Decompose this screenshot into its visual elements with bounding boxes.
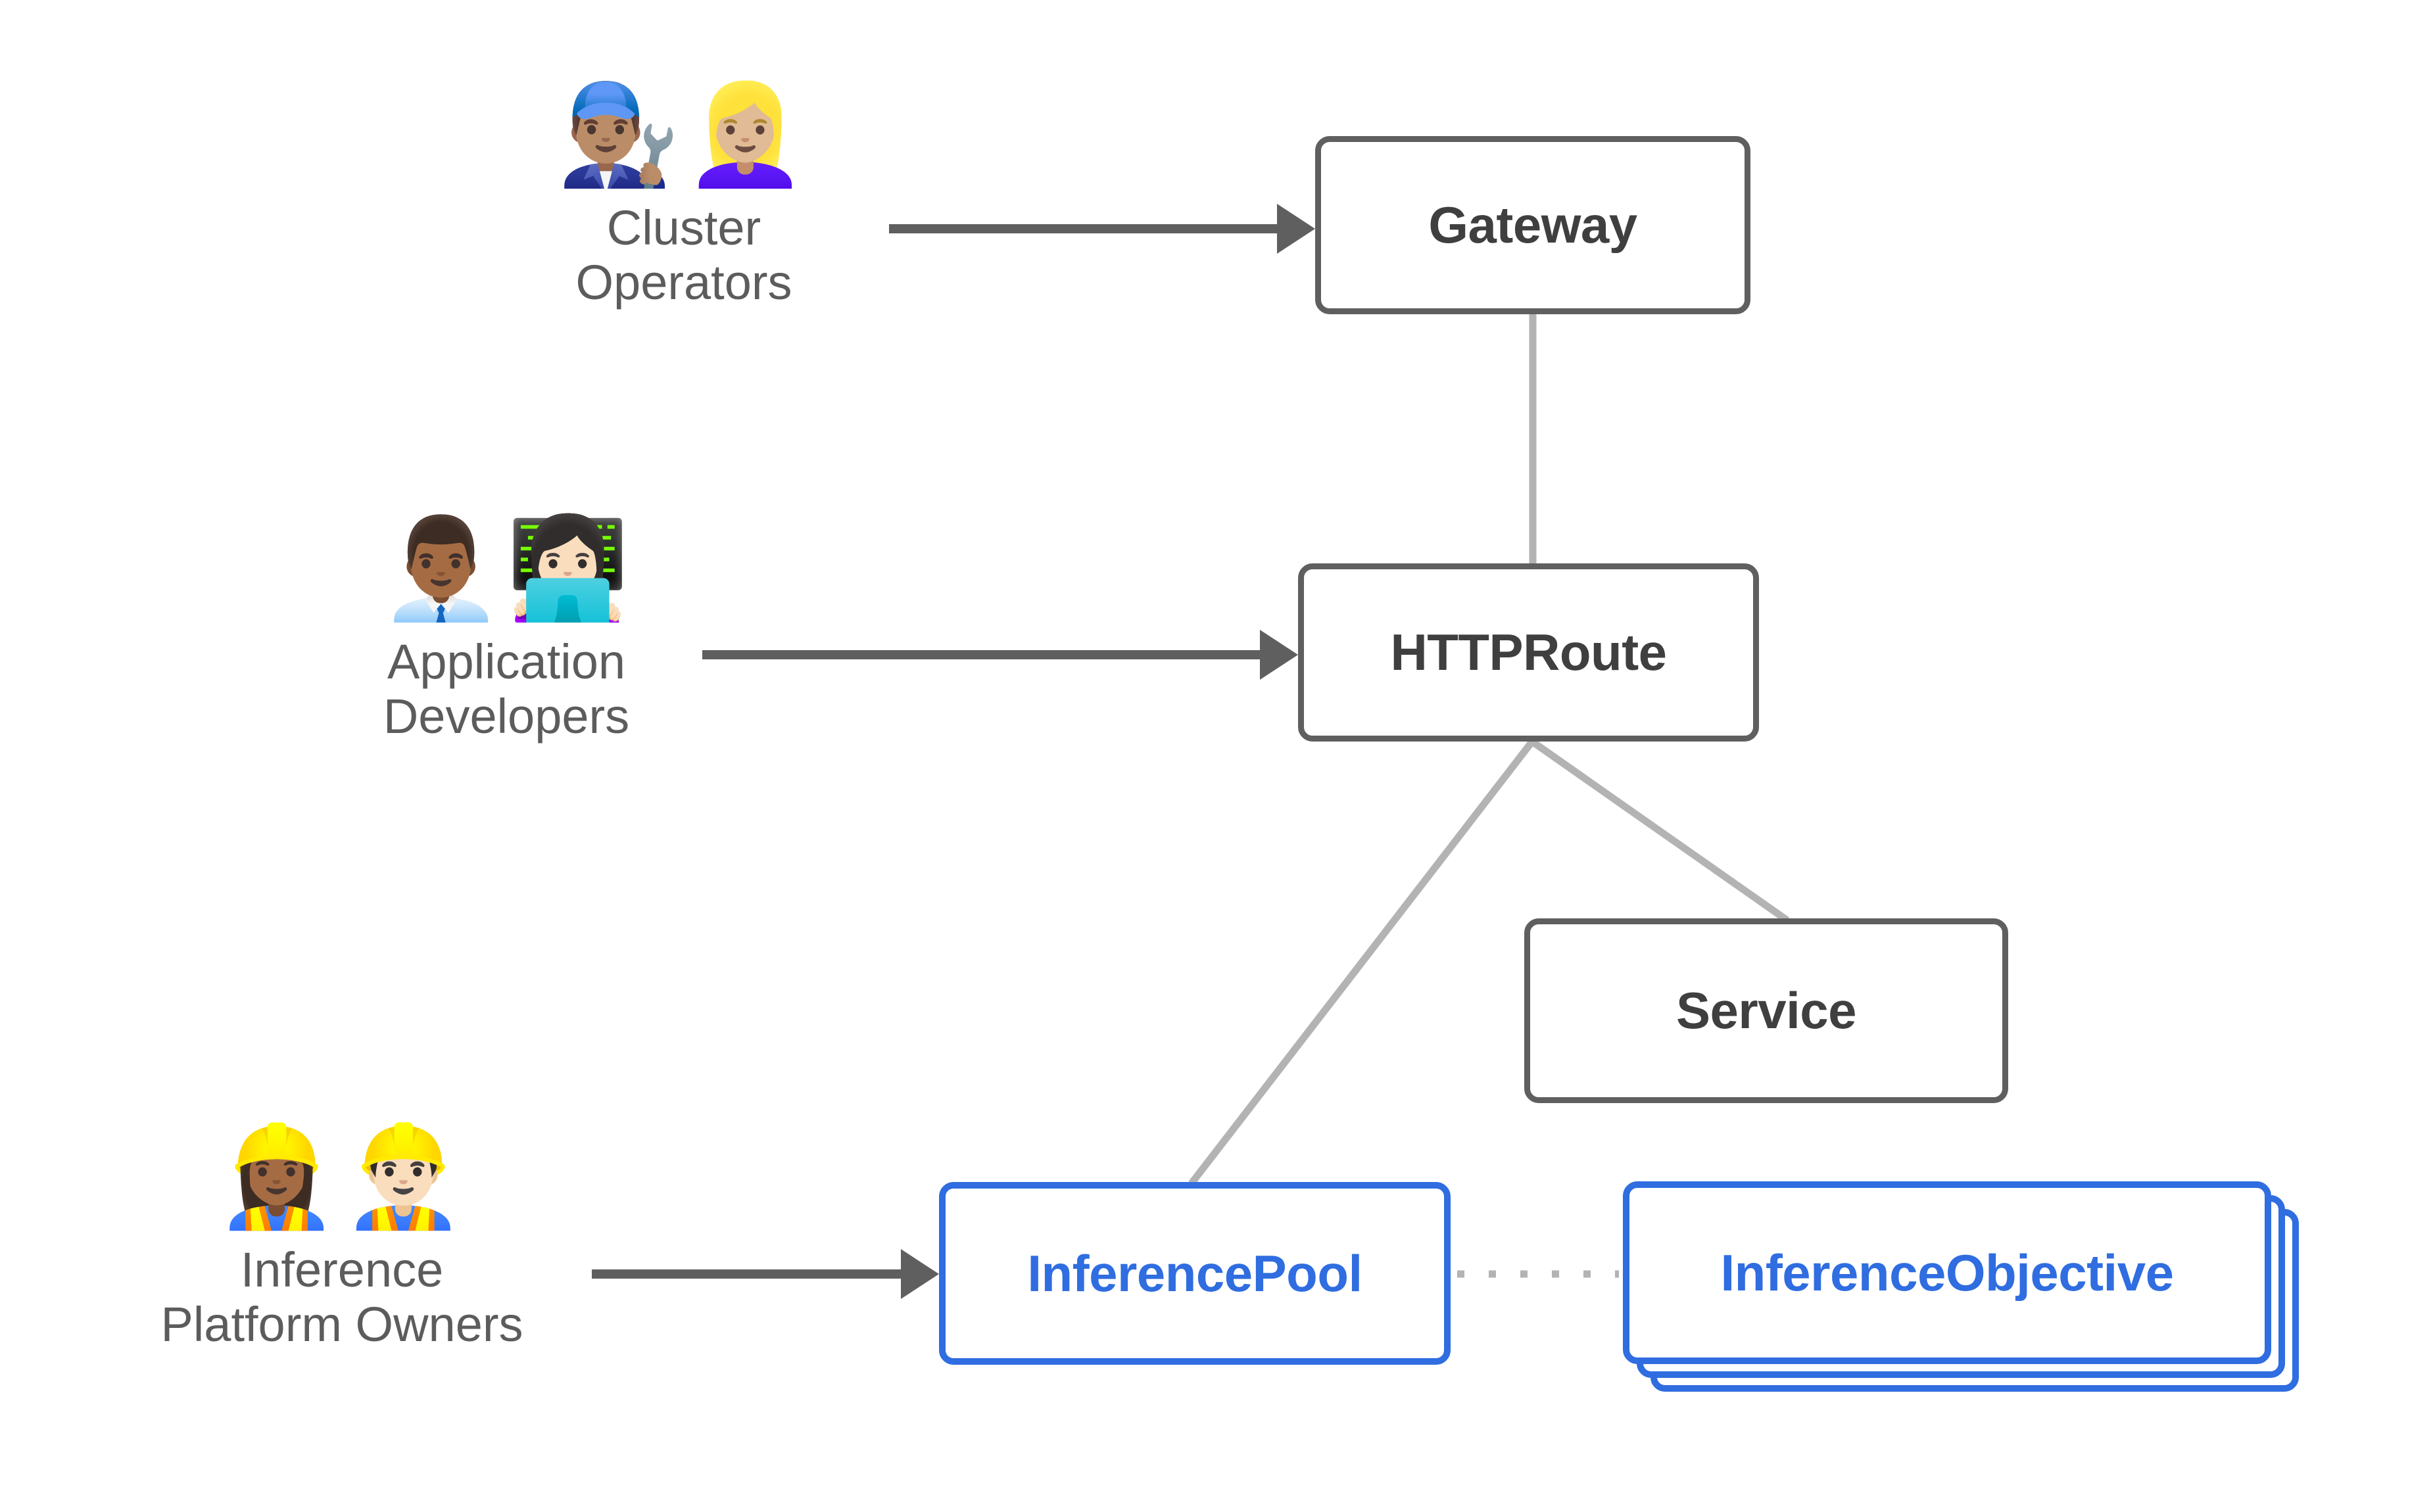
application-developers-emoji: 👨🏾‍💼👩🏻‍💻 xyxy=(379,511,633,626)
edge-httproute-to-service xyxy=(1530,738,1790,924)
arrow-cluster-operators-to-gateway xyxy=(889,204,1315,254)
edge-httproute-to-inferencepool xyxy=(1188,739,1535,1186)
cluster-operators-label: Cluster Operators xyxy=(575,201,792,310)
inferenceobjective-label: InferenceObjective xyxy=(1720,1243,2174,1302)
inferencepool-label: InferencePool xyxy=(1027,1244,1362,1302)
arrow-application-developers-to-httproute xyxy=(702,630,1298,680)
arrow-inference-platform-owners-to-inferencepool xyxy=(592,1249,939,1299)
inference-platform-owners-emoji: 👷🏾‍♀️👷🏻‍♂️ xyxy=(215,1120,469,1234)
inference-platform-owners-label: Inference Platform Owners xyxy=(160,1242,523,1352)
resource-box-service[interactable]: Service xyxy=(1524,918,2008,1103)
application-developers-label: Application Developers xyxy=(383,634,630,744)
persona-inference-platform-owners: 👷🏾‍♀️👷🏻‍♂️ Inference Platform Owners xyxy=(85,1127,598,1352)
resource-box-httproute[interactable]: HTTPRoute xyxy=(1298,563,1759,742)
httproute-label: HTTPRoute xyxy=(1390,623,1667,681)
resource-box-inferenceobjective[interactable]: InferenceObjective xyxy=(1623,1181,2271,1364)
persona-cluster-operators: 👨🏽‍🔧👱🏼‍♀️ Cluster Operators xyxy=(513,85,855,310)
gateway-label: Gateway xyxy=(1428,196,1637,254)
resource-box-gateway[interactable]: Gateway xyxy=(1315,136,1750,314)
resource-box-inferencepool[interactable]: InferencePool xyxy=(939,1182,1451,1365)
service-label: Service xyxy=(1675,981,1857,1039)
persona-application-developers: 👨🏾‍💼👩🏻‍💻 Application Developers xyxy=(302,519,710,744)
cluster-operators-emoji: 👨🏽‍🔧👱🏼‍♀️ xyxy=(557,78,811,192)
